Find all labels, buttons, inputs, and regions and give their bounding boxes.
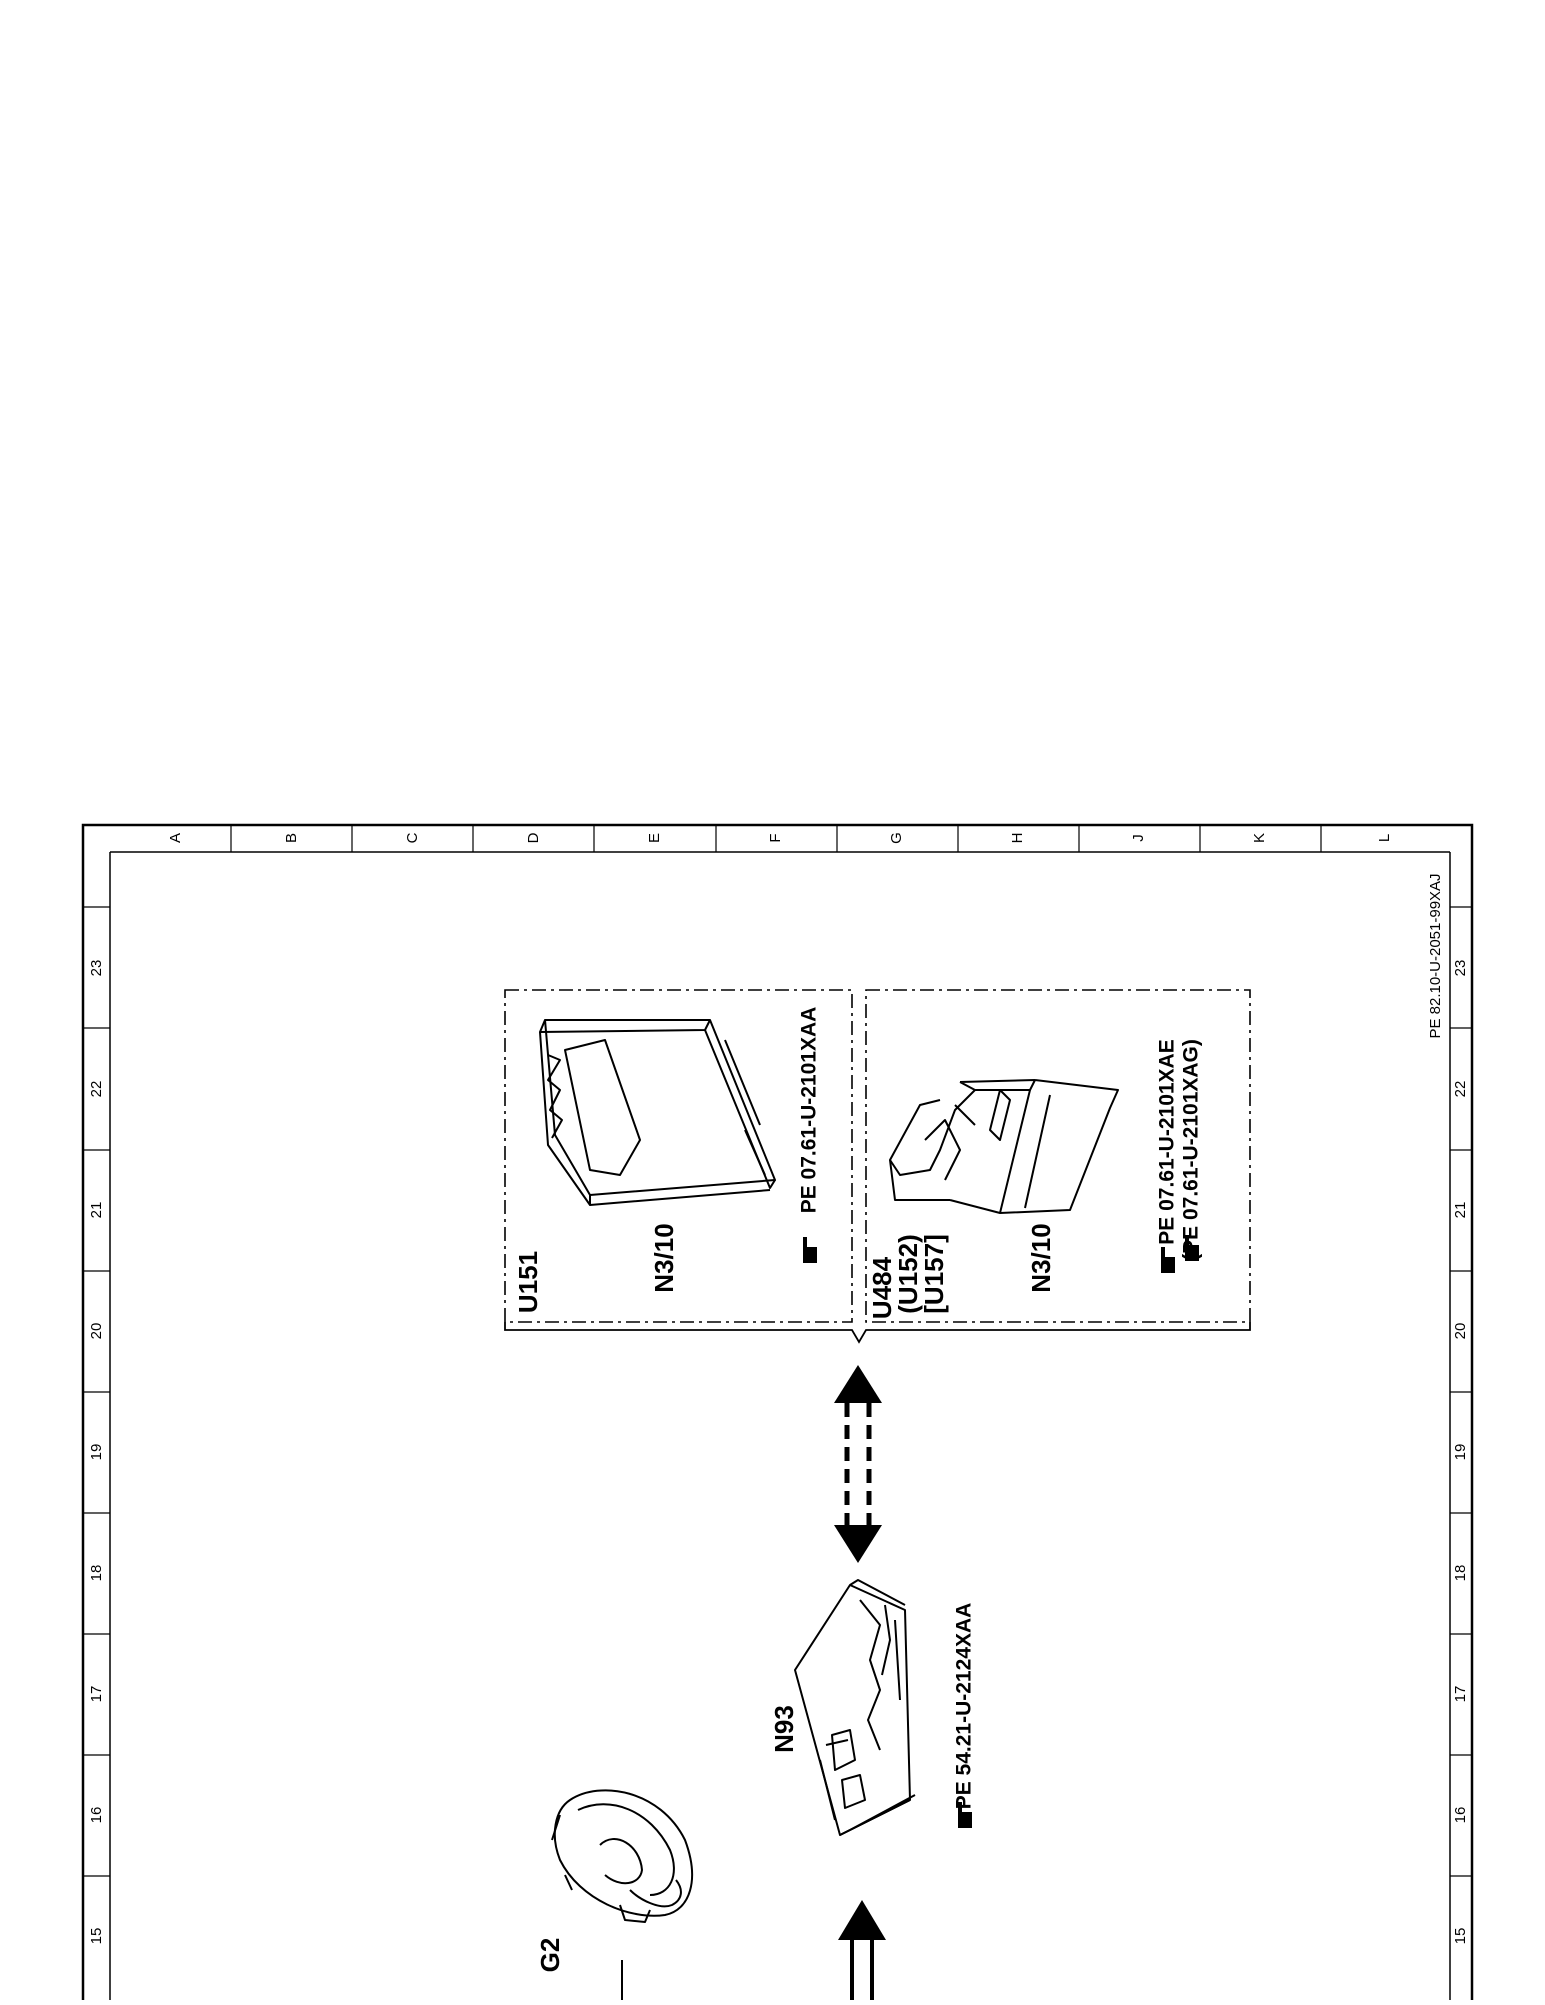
col-label-c: C xyxy=(404,832,421,843)
row-label-left-15: 15 xyxy=(88,1928,105,1945)
group-brace xyxy=(504,1322,1251,1344)
column-dividers xyxy=(230,825,1322,852)
n93-label: N93 xyxy=(769,1705,799,1753)
group-right-ref-2: (PE 07.61-U-2101XAG) xyxy=(1180,1039,1203,1261)
row-label-left-17: 17 xyxy=(88,1686,105,1703)
col-label-e: E xyxy=(646,833,663,843)
group-box-left xyxy=(504,989,853,1323)
row-label-left-19: 19 xyxy=(88,1444,105,1461)
pointing-hand-icon xyxy=(958,1802,972,1828)
col-label-b: B xyxy=(283,833,300,843)
row-label-left-21: 21 xyxy=(88,1202,105,1219)
row-label-right-21: 21 xyxy=(1452,1202,1469,1219)
row-label-left-23: 23 xyxy=(88,960,105,977)
group-right-code-u157: [U157] xyxy=(919,1234,949,1313)
col-label-l: L xyxy=(1376,834,1393,842)
row-label-right-17: 17 xyxy=(1452,1686,1469,1703)
row-label-left-18: 18 xyxy=(88,1565,105,1582)
row-labels-right: 23 22 21 20 19 18 17 16 15 xyxy=(1452,960,1469,1945)
col-label-d: D xyxy=(525,832,542,843)
col-label-g: G xyxy=(888,832,905,844)
alternator-g2-icon xyxy=(551,1789,694,1923)
group-left-code-u151: U151 xyxy=(513,1251,543,1313)
row-label-right-23: 23 xyxy=(1452,960,1469,977)
row-label-right-20: 20 xyxy=(1452,1323,1469,1340)
bidirectional-arrow-icon xyxy=(834,1365,882,1563)
row-label-right-16: 16 xyxy=(1452,1807,1469,1824)
bus-arrow-lower xyxy=(838,1900,886,2000)
row-label-left-16: 16 xyxy=(88,1807,105,1824)
control-unit-n3-10-icon xyxy=(889,1079,1119,1214)
row-labels-left: 23 22 21 20 19 18 17 16 15 xyxy=(88,960,105,1945)
g2-label: G2 xyxy=(535,1938,565,1973)
col-label-h: H xyxy=(1009,833,1026,844)
pointing-hand-icon xyxy=(803,1237,817,1263)
row-label-right-15: 15 xyxy=(1452,1928,1469,1945)
group-box-right xyxy=(865,989,1251,1323)
n93-ref: PE 54.21-U-2124XAA xyxy=(953,1603,976,1810)
row-label-right-19: 19 xyxy=(1452,1444,1469,1461)
n93-module-icon xyxy=(794,1579,916,1836)
group-right-ref-1: PE 07.61-U-2101XAE xyxy=(1156,1039,1179,1244)
group-left-ref: PE 07.61-U-2101XAA xyxy=(798,1007,821,1214)
group-right-component: N3/10 xyxy=(1026,1223,1056,1292)
outer-frame xyxy=(81,823,1474,2005)
group-right-code-u484: U484 xyxy=(867,1256,897,1319)
row-dividers xyxy=(83,906,1472,1877)
group-boxes xyxy=(504,989,1251,1323)
pointing-hand-icon xyxy=(1185,1235,1199,1261)
pointing-hand-icon xyxy=(1161,1247,1175,1273)
row-label-right-18: 18 xyxy=(1452,1565,1469,1582)
col-label-k: K xyxy=(1251,833,1268,843)
col-label-f: F xyxy=(767,833,784,842)
col-label-a: A xyxy=(167,833,184,843)
row-label-left-20: 20 xyxy=(88,1323,105,1340)
col-label-j: J xyxy=(1130,834,1147,842)
group-left-component: N3/10 xyxy=(649,1223,679,1292)
document-id: PE 82.10-U-2051-99XAJ xyxy=(1427,873,1444,1038)
control-unit-n3-10-icon xyxy=(539,1019,776,1206)
row-label-left-22: 22 xyxy=(88,1081,105,1098)
column-labels: A B C D E F G H J K L xyxy=(167,832,1393,844)
row-label-right-22: 22 xyxy=(1452,1081,1469,1098)
group-right-code-u152: (U152) xyxy=(893,1234,923,1313)
